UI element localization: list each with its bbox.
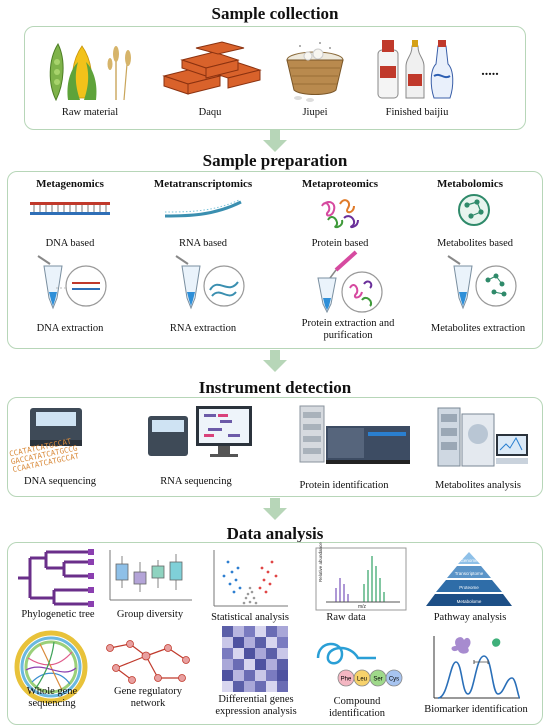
- jiupei-basket-icon: [286, 42, 344, 102]
- metabolites-icon: [458, 194, 490, 226]
- protein-extraction-tube-icon: [317, 250, 383, 314]
- amino-acid-label: Cys: [389, 677, 399, 683]
- dna-strand-icon: [30, 202, 110, 215]
- rna-extraction-tube-icon: [175, 255, 245, 310]
- metabolites-instrument-icon: [437, 407, 528, 467]
- caption-dna-sequencing: DNA sequencing: [23, 476, 97, 487]
- section-title-collection: Sample collection: [211, 4, 339, 23]
- pyramid-level-label: Proteome: [459, 585, 479, 590]
- basis-metabolites: Metabolites based: [436, 238, 514, 249]
- basis-dna: DNA based: [45, 238, 95, 249]
- caption-statistical-analysis: Statistical analysis: [211, 612, 289, 623]
- column-head-metaproteomics: Metaproteomics: [301, 178, 379, 190]
- compound-identification-icon: Phe Leu Ser Cys: [316, 642, 403, 687]
- caption-metabolites-analysis: Metabolites analysis: [434, 480, 522, 491]
- caption-finished-baijiu: Finished baijiu: [385, 107, 449, 118]
- caption-raw-material: Raw material: [61, 107, 119, 118]
- step-dna-extraction: DNA extraction: [36, 323, 104, 334]
- metabolites-extraction-tube-icon: [447, 255, 517, 310]
- rna-strand-icon: [164, 199, 242, 218]
- raw-material-icon: [49, 42, 131, 102]
- raw-data-xlabel: m/z: [358, 604, 367, 610]
- caption-raw-data: Raw data: [326, 612, 366, 623]
- caption-compound-identification: Compound identification: [329, 696, 385, 719]
- amino-acid-label: Phe: [341, 677, 352, 683]
- pyramid-level-label: Transcriptome: [455, 571, 484, 576]
- step-rna-extraction: RNA extraction: [169, 323, 237, 334]
- protein-instrument-icon: [299, 405, 410, 464]
- dna-extraction-tube-icon: [37, 255, 107, 310]
- pyramid-level-label: Metabolome: [457, 599, 482, 604]
- caption-whole-gene-sequencing: Whole gene sequencing: [26, 686, 78, 709]
- caption-differential-genes-expression: Differential genes expression analysis: [215, 694, 297, 717]
- volcano-plot-icon: [213, 550, 288, 607]
- step-metabolites-extraction: Metabolites extraction: [430, 323, 526, 334]
- daqu-bricks-icon: [162, 41, 262, 95]
- pyramid-level-label: Genome: [460, 558, 478, 563]
- flow-arrow-icon: [263, 498, 287, 520]
- caption-protein-identification: Protein identification: [299, 480, 389, 491]
- section-title-analysis: Data analysis: [226, 524, 324, 543]
- caption-phylogenetic-tree: Phylogenetic tree: [21, 609, 95, 620]
- gene-network-icon: [106, 640, 190, 684]
- phylogenetic-tree-icon: [18, 549, 94, 607]
- section-title-preparation: Sample preparation: [202, 151, 348, 170]
- caption-jiupei: Jiupei: [302, 107, 328, 118]
- baijiu-bottles-icon: [377, 40, 454, 99]
- step-protein-extraction: Protein extraction and purification: [301, 318, 395, 341]
- group-diversity-boxplot-icon: [109, 550, 192, 601]
- heatmap-icon: [222, 626, 288, 692]
- column-head-metagenomics: Metagenomics: [36, 178, 104, 190]
- basis-protein: Protein based: [311, 238, 369, 249]
- column-head-metatranscriptomics: Metatranscriptomics: [153, 178, 253, 190]
- caption-biomarker-identification: Biomarker identification: [424, 704, 528, 715]
- rna-sequencer-icon: [148, 406, 252, 457]
- caption-group-diversity: Group diversity: [116, 609, 184, 620]
- basis-rna: RNA based: [178, 238, 228, 249]
- raw-data-spectrum-icon: Relative abundance m/z: [315, 542, 407, 611]
- ellipsis-more: .....: [481, 64, 499, 79]
- amino-acid-label: Leu: [357, 677, 367, 683]
- protein-icon: [321, 199, 359, 229]
- pathway-pyramid-icon: Genome Transcriptome Proteome Metabolome: [426, 552, 512, 606]
- caption-daqu: Daqu: [198, 107, 222, 118]
- column-head-metabolomics: Metabolomics: [437, 178, 503, 190]
- biomarker-peaks-icon: [433, 636, 521, 699]
- caption-pathway-analysis: Pathway analysis: [433, 612, 507, 623]
- caption-gene-regulatory-network: Gene regulatory network: [114, 686, 182, 709]
- caption-rna-sequencing: RNA sequencing: [160, 476, 232, 487]
- flow-arrow-icon: [263, 350, 287, 372]
- flow-arrow-icon: [263, 130, 287, 152]
- dna-sequencer-icon: [30, 408, 82, 446]
- section-title-detection: Instrument detection: [198, 378, 352, 397]
- circos-plot-icon: [14, 630, 88, 704]
- amino-acid-label: Ser: [373, 677, 382, 683]
- raw-data-ylabel: Relative abundance: [318, 542, 323, 582]
